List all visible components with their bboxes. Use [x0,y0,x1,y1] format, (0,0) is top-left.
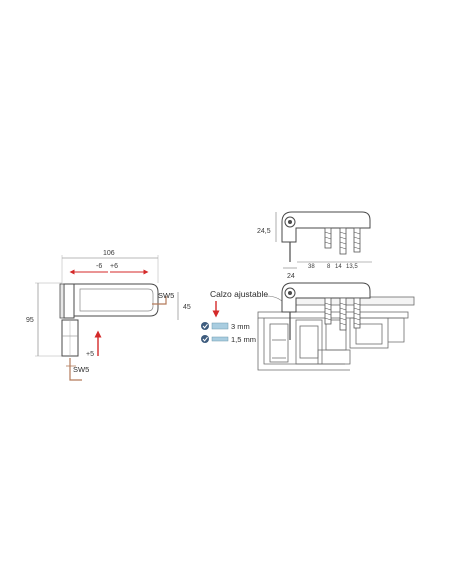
check-icon [201,335,209,343]
hinge-installed-body [281,282,371,313]
dimension-minus: -6 [96,263,102,270]
dimension-a: 38 [308,264,315,270]
dimension-height: 95 [26,317,34,324]
installed-screws [324,297,361,331]
screw-3 [353,227,361,253]
hinge-leaf [73,283,159,317]
dimension-width: 106 [103,250,115,257]
hinge-top-view: 24,5 24 38 8 14 13,5 [257,211,372,280]
dimension-vertical-adjust: +5 [86,351,94,358]
check-icon [201,322,209,330]
dimension-top-base: 24 [287,273,295,280]
dimension-side: 45 [183,304,191,311]
shim-title: Calzo ajustable [210,289,268,299]
dimension-c: 14 [335,264,342,270]
shim-option-3mm: 3 mm [201,322,250,331]
screw-1 [324,227,332,249]
dimension-top-height: 24,5 [257,228,271,235]
hinge-installed-section: Calzo ajustable 3 mm 1,5 mm [201,282,415,371]
hinge-knuckle-top [63,283,75,319]
dimension-b: 8 [327,264,331,270]
screw-2 [339,227,347,255]
shim-label-1-5mm: 1,5 mm [231,335,256,344]
dimension-plus: +6 [110,263,118,270]
hex-key-bottom-icon [69,358,82,381]
hinge-top-body [281,211,371,243]
hinge-front-view: 106 -6 +6 95 45 +5 SW5 SW5 [26,250,191,381]
shim-label-3mm: 3 mm [231,322,250,331]
shim-option-1-5mm: 1,5 mm [201,335,256,344]
wrench-size-bottom: SW5 [73,365,89,374]
wrench-size-top: SW5 [158,291,174,300]
hex-key-top-icon [152,296,167,305]
dimension-d: 13,5 [346,264,358,270]
